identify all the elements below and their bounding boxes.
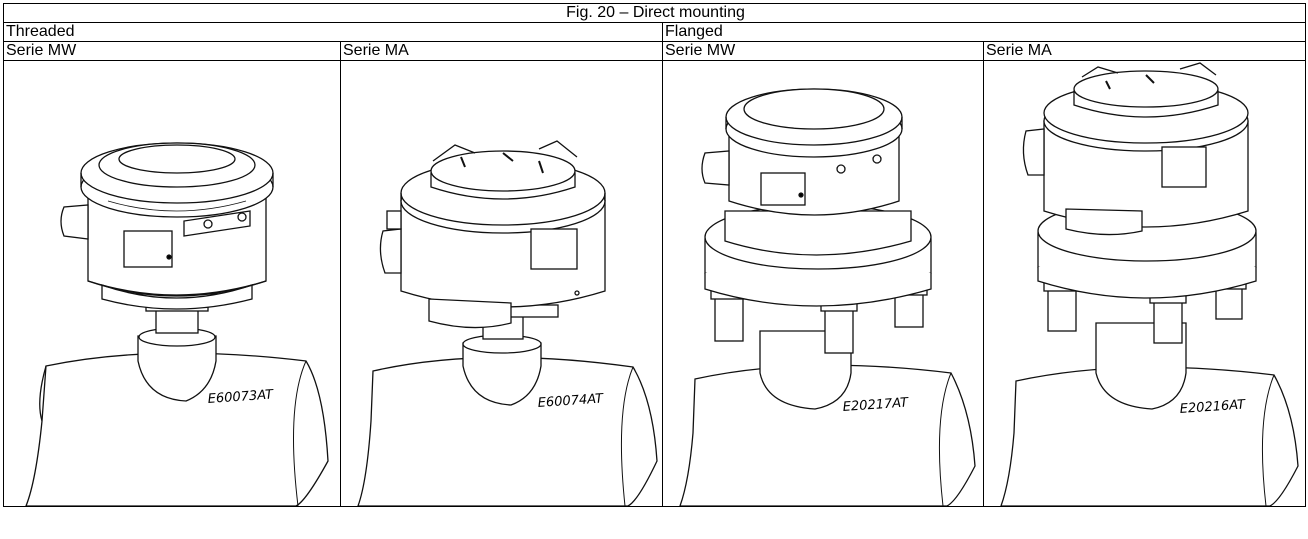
flanged-ma-drawing: E20216AT <box>1000 62 1299 506</box>
illustration-flanged-mw: E20217AT <box>662 60 984 507</box>
group-threaded-label: Threaded <box>3 22 663 42</box>
drawing-code-label: E60074AT <box>537 391 604 411</box>
drawing-code-label: E20217AT <box>842 395 909 415</box>
column-label-threaded-mw: Serie MW <box>3 41 341 61</box>
drawing-code-label: E20216AT <box>1179 397 1246 417</box>
column-label-threaded-ma: Serie MA <box>340 41 663 61</box>
illustration-threaded-ma: E60074AT <box>340 60 663 507</box>
drawing-code-label: E60073AT <box>207 387 274 407</box>
illustration-flanged-ma: E20216AT <box>983 60 1306 507</box>
figure-title: Fig. 20 – Direct mounting <box>3 3 1306 23</box>
column-label-flanged-ma: Serie MA <box>983 41 1306 61</box>
column-label-flanged-mw: Serie MW <box>662 41 984 61</box>
threaded-ma-drawing: E60074AT <box>357 140 658 506</box>
threaded-mw-drawing: E60073AT <box>25 142 329 506</box>
group-flanged-label: Flanged <box>662 22 1306 42</box>
illustration-threaded-mw: E60073AT <box>3 60 341 507</box>
direct-mounting-figure-table: Fig. 20 – Direct mounting Threaded Flang… <box>3 3 1306 507</box>
flanged-mw-drawing: E20217AT <box>679 88 976 506</box>
